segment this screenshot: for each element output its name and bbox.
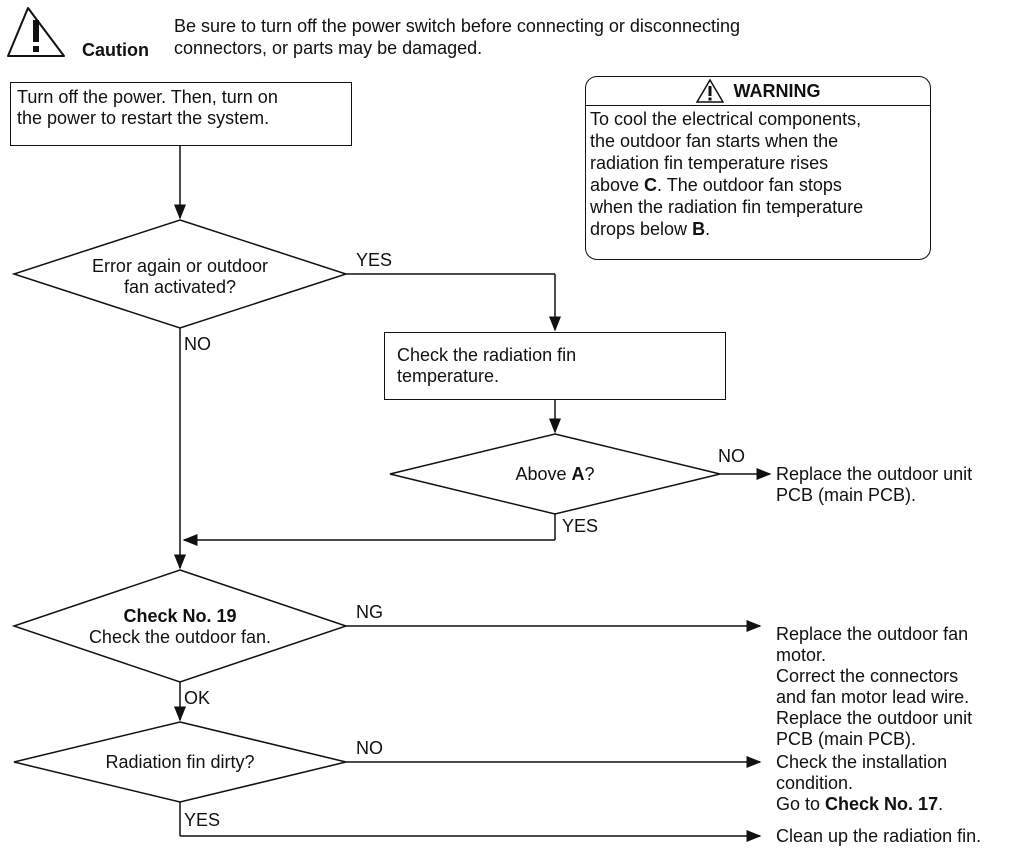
decision-above-a-text: Above A?	[515, 464, 595, 484]
warning-line5: when the radiation fin temperature	[590, 197, 864, 217]
decision-check-no-19-text: Check No. 19 Check the outdoor fan.	[88, 606, 272, 647]
step-check-fin-temp: Check the radiation fin temperature.	[384, 332, 726, 400]
label-no-2: NO	[718, 446, 745, 466]
warning-title: WARNING	[733, 80, 821, 101]
label-ng: NG	[356, 602, 383, 622]
label-no-3: NO	[356, 738, 383, 758]
warning-body: To cool the electrical components, the o…	[586, 106, 930, 242]
label-yes-1: YES	[356, 250, 393, 270]
label-ok: OK	[184, 688, 211, 708]
warning-line1: To cool the electrical components,	[590, 109, 862, 129]
caution-exclamation-icon	[33, 20, 39, 52]
caution-text-line1: Be sure to turn off the power switch bef…	[174, 16, 740, 36]
label-yes-2: YES	[562, 516, 599, 536]
step-restart-system: Turn off the power. Then, turn on the po…	[10, 82, 352, 146]
decision-fin-dirty-text: Radiation fin dirty?	[105, 752, 255, 772]
result-clean-fin: Clean up the radiation fin.	[776, 826, 982, 846]
result-check-installation: Check the installation condition. Go to …	[776, 752, 948, 814]
warning-header: WARNING	[586, 77, 930, 106]
warning-line6: drops below B.	[590, 219, 711, 239]
decision-error-again-text: Error again or outdoor fan activated?	[91, 256, 269, 297]
warning-line4: above C. The outdoor fan stops	[590, 175, 842, 195]
caution-text-line2: connectors, or parts may be damaged.	[174, 38, 483, 58]
result-replace-pcb: Replace the outdoor unit PCB (main PCB).	[776, 464, 973, 505]
warning-line3: radiation fin temperature rises	[590, 153, 829, 173]
result-replace-fan-motor: Replace the outdoor fan motor. Correct t…	[776, 624, 973, 749]
label-yes-3: YES	[184, 810, 221, 830]
caution-label: Caution	[82, 40, 149, 60]
warning-box: WARNING To cool the electrical component…	[585, 76, 931, 260]
warning-triangle-icon	[695, 79, 724, 103]
label-no-1: NO	[184, 334, 211, 354]
warning-line2: the outdoor fan starts when the	[590, 131, 839, 151]
